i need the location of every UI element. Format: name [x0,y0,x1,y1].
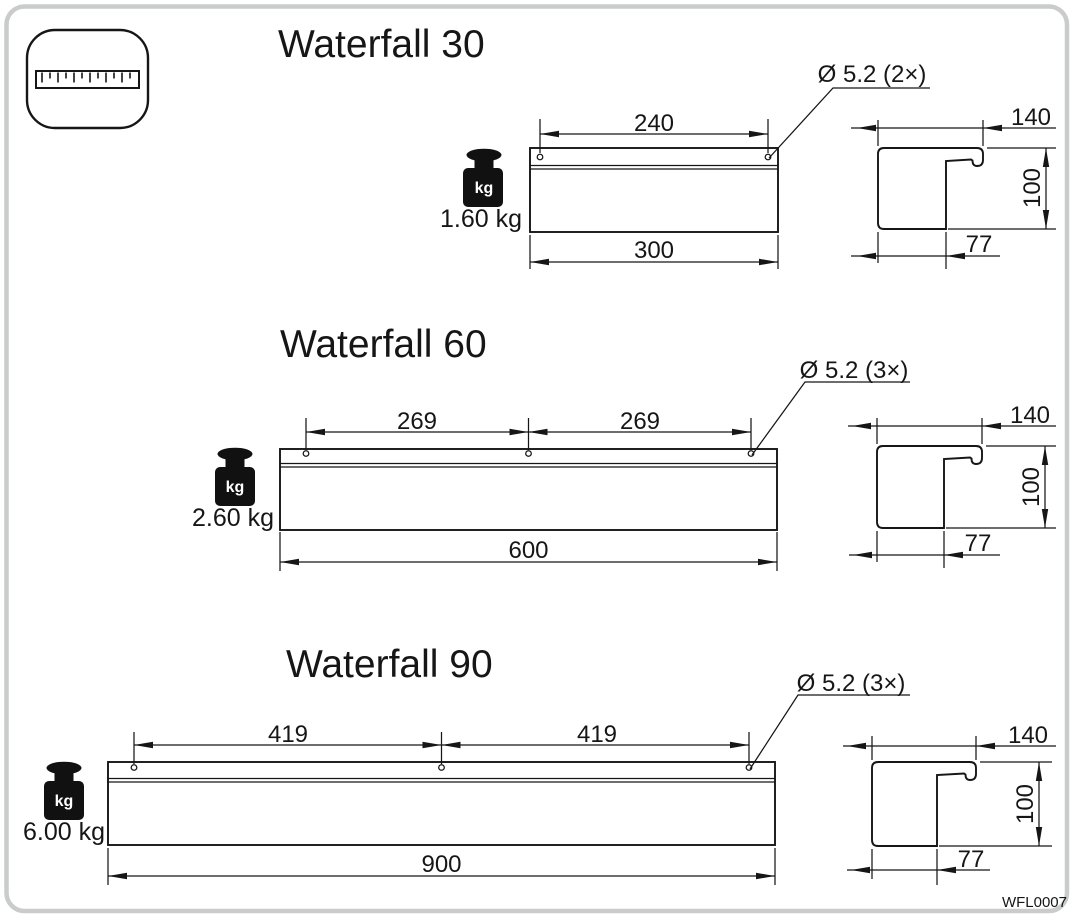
mounting-hole [130,764,138,771]
svg-text:140: 140 [1010,402,1050,429]
section-waterfall-60: Waterfall 60 kg 2.60 kg [192,323,1056,571]
weight-value: 6.00 kg [23,818,105,846]
mounting-hole [745,764,753,771]
dimension-overall-width: 600 [279,532,778,571]
kg-badge-label: kg [226,479,245,496]
svg-text:600: 600 [508,537,548,564]
svg-text:100: 100 [1019,168,1046,208]
dimension-depth: 140 [848,402,1056,444]
dimension-height: 100 [946,445,1056,529]
dimension-base-depth: 77 [849,530,1000,568]
dimension-hole-pitch: 240 [539,110,769,153]
svg-text:Ø 5.2 (3×): Ø 5.2 (3×) [797,670,906,697]
svg-text:77: 77 [965,530,992,557]
hole-callout: Ø 5.2 (3×) [751,357,910,456]
weight-value: 1.60 kg [440,205,522,233]
svg-text:900: 900 [421,851,461,878]
section-title: Waterfall 30 [278,23,485,66]
svg-text:100: 100 [1012,784,1039,824]
svg-text:269: 269 [397,408,437,435]
hole-callout: Ø 5.2 (3×) [749,670,910,770]
svg-text:77: 77 [966,231,993,258]
dimension-height: 100 [939,761,1052,847]
svg-text:Ø 5.2 (3×): Ø 5.2 (3×) [800,357,909,384]
svg-text:419: 419 [577,721,617,748]
mounting-hole [302,450,310,457]
kg-badge-label: kg [475,180,494,197]
svg-text:419: 419 [268,721,308,748]
weight-kg-icon: kg [44,761,84,820]
drawing-code: WFL0007 [1002,894,1067,911]
svg-text:140: 140 [1008,722,1048,749]
side-profile-view: 140 100 77 [843,722,1056,885]
weight-value: 2.60 kg [192,504,274,532]
dimension-height: 100 [948,147,1056,230]
hole-callout: Ø 5.2 (2×) [768,61,930,159]
side-profile-view: 140 100 77 [848,402,1056,568]
weight-kg-icon: kg [215,447,255,506]
svg-text:269: 269 [620,408,660,435]
dimension-base-depth: 77 [851,231,1000,269]
section-title: Waterfall 90 [286,643,493,686]
dimension-hole-pitch: 419 419 [133,721,750,764]
dimension-hole-pitch: 269 269 [305,408,752,450]
dimension-depth: 140 [843,722,1056,760]
mounting-hole [536,153,544,161]
mounting-hole [438,764,445,771]
front-view: 240 300 [529,110,779,269]
svg-text:140: 140 [1011,104,1051,131]
svg-text:100: 100 [1018,467,1045,507]
svg-text:300: 300 [634,237,674,264]
weight-kg-icon: kg [463,148,503,207]
dimension-depth: 140 [851,104,1056,146]
kg-badge-label: kg [55,793,74,810]
section-title: Waterfall 60 [280,323,487,366]
mounting-hole [525,450,532,457]
front-view: 419 419 900 [107,721,776,885]
dimension-overall-width: 300 [529,235,779,269]
svg-text:Ø 5.2 (2×): Ø 5.2 (2×) [818,61,927,88]
ruler-icon [25,28,150,130]
front-view: 269 269 600 [279,408,778,571]
dimension-base-depth: 77 [847,846,990,885]
mounting-hole [764,153,772,161]
sheet-border [4,4,1070,914]
dimension-overall-width: 900 [107,848,776,885]
svg-text:240: 240 [634,110,674,137]
side-profile-view: 140 100 77 [851,104,1056,269]
section-waterfall-30: Waterfall 30 kg 1.60 kg 240 [278,23,1056,269]
svg-text:77: 77 [958,846,985,873]
section-waterfall-90: Waterfall 90 kg 6.00 kg [23,643,1056,885]
